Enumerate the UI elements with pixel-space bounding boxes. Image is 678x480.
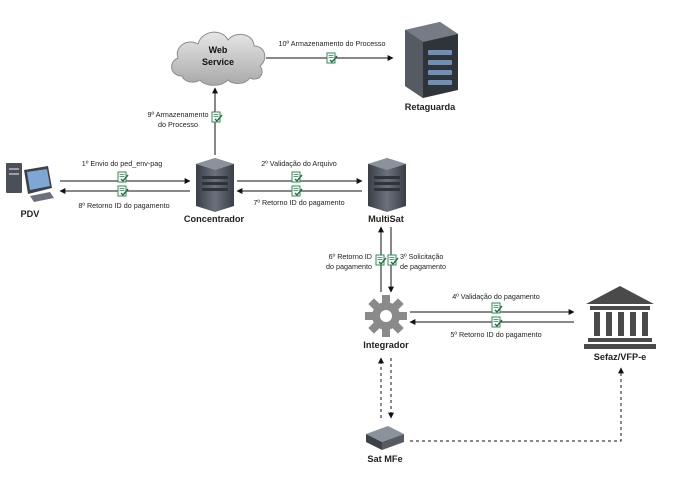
web-service-label-line2: Service: [202, 57, 234, 67]
step-2-label: 2º Validação do Arquivo: [261, 159, 337, 168]
document-icon: [375, 254, 387, 266]
sefaz-node: Sefaz/VFP-e: [584, 286, 656, 362]
pdv-node: PDV: [6, 163, 54, 219]
step-5-label: 5º Retorno ID do pagamento: [450, 330, 541, 339]
concentrador-node: Concentrador: [184, 158, 245, 224]
step-10-label: 10º Armazenamento do Processo: [279, 39, 386, 48]
step-9-label-line1: 9º Armazenamento: [148, 110, 209, 119]
cloud-icon: [171, 31, 266, 86]
pdv-label: PDV: [21, 209, 41, 219]
bank-icon: [584, 286, 656, 349]
arrow-satmfe-to-sefaz: [410, 367, 624, 442]
step-3-label-line1: 3º Solicitação: [400, 252, 443, 261]
document-icon: [491, 316, 503, 328]
step-1-label: 1º Envio do ped_env-pag: [82, 159, 163, 168]
server-icon: [196, 158, 234, 212]
step-6-label-line1: 6º Retorno ID: [329, 252, 372, 261]
gear-icon: [365, 295, 407, 337]
message-icons: [117, 52, 503, 328]
computer-icon: [6, 163, 54, 202]
document-icon: [291, 171, 303, 183]
concentrador-label: Concentrador: [184, 214, 245, 224]
step-8-label: 8º Retorno ID do pagamento: [78, 201, 169, 210]
document-icon: [117, 171, 129, 183]
step-4-label: 4º Validação do pagamento: [452, 292, 540, 301]
document-icon: [211, 111, 223, 123]
server-icon: [368, 158, 406, 212]
retaguarda-label: Retaguarda: [405, 102, 456, 112]
retaguarda-node: Retaguarda: [405, 22, 458, 112]
document-icon: [491, 302, 503, 314]
device-icon: [366, 426, 404, 450]
integrador-label: Integrador: [363, 340, 409, 350]
sat-mfe-label: Sat MFe: [367, 454, 402, 464]
step-3-label-line2: de pagamento: [400, 262, 446, 271]
web-service-node: Web Service: [171, 31, 266, 86]
step-7-label: 7º Retorno ID do pagamento: [253, 198, 344, 207]
step-labels: 10º Armazenamento do Processo 9º Armazen…: [78, 39, 541, 339]
document-icon: [387, 254, 399, 266]
multisat-node: MultiSat: [368, 158, 406, 224]
server-icon: [405, 22, 458, 98]
sefaz-label: Sefaz/VFP-e: [594, 352, 647, 362]
step-9-label-line2: do Processo: [158, 120, 198, 129]
web-service-label-line1: Web: [209, 45, 228, 55]
sat-mfe-node: Sat MFe: [366, 426, 404, 464]
document-icon: [326, 52, 338, 64]
document-icon: [117, 185, 129, 197]
document-icon: [291, 185, 303, 197]
multisat-label: MultiSat: [368, 214, 404, 224]
connectors: [59, 55, 624, 442]
step-6-label-line2: do pagamento: [326, 262, 372, 271]
integrador-node: Integrador: [363, 295, 409, 350]
